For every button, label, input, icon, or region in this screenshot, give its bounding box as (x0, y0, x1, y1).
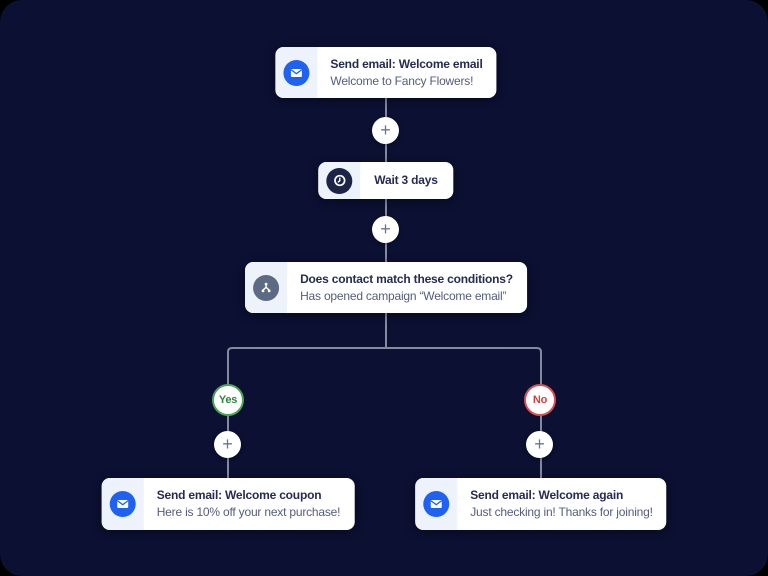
node-send-email-welcome-coupon[interactable]: Send email: Welcome coupon Here is 10% o… (101, 478, 355, 530)
add-step-button-2[interactable]: + (372, 216, 399, 243)
add-step-button-yes-branch[interactable]: + (214, 431, 241, 458)
node-icon-panel (275, 47, 318, 98)
node-subtitle: Has opened campaign “Welcome email” (300, 288, 507, 303)
branch-split-icon (253, 274, 280, 301)
yes-branch-badge: Yes (212, 384, 244, 416)
node-subtitle: Here is 10% off your next purchase! (156, 505, 341, 519)
plus-icon: + (222, 434, 233, 454)
no-branch-label: No (532, 394, 548, 406)
email-icon (283, 59, 310, 86)
node-icon-panel (245, 262, 288, 313)
plus-icon: + (380, 219, 391, 239)
node-title: Send email: Welcome again (470, 488, 624, 502)
node-icon-panel (415, 478, 458, 530)
node-send-email-welcome-again[interactable]: Send email: Welcome again Just checking … (415, 478, 667, 530)
node-subtitle: Just checking in! Thanks for joining! (470, 505, 653, 519)
plus-icon: + (534, 434, 545, 454)
node-subtitle: Welcome to Fancy Flowers! (330, 73, 474, 88)
node-title: Does contact match these conditions? (300, 271, 513, 286)
node-title: Send email: Welcome email (330, 56, 483, 71)
no-branch-badge: No (524, 384, 556, 416)
email-icon (423, 491, 450, 517)
node-wait-3-days[interactable]: Wait 3 days (318, 162, 454, 199)
email-icon (109, 491, 136, 517)
node-send-email-welcome-email[interactable]: Send email: Welcome email Welcome to Fan… (275, 47, 497, 98)
node-title: Wait 3 days (374, 173, 438, 187)
node-icon-panel (101, 478, 144, 530)
node-title: Send email: Welcome coupon (156, 488, 322, 502)
node-icon-panel (318, 162, 361, 199)
plus-icon: + (380, 120, 391, 140)
clock-icon (326, 167, 353, 194)
add-step-button-1[interactable]: + (372, 117, 399, 144)
add-step-button-no-branch[interactable]: + (526, 431, 553, 458)
node-condition-match[interactable]: Does contact match these conditions? Has… (245, 262, 527, 313)
yes-branch-label: Yes (218, 394, 238, 406)
